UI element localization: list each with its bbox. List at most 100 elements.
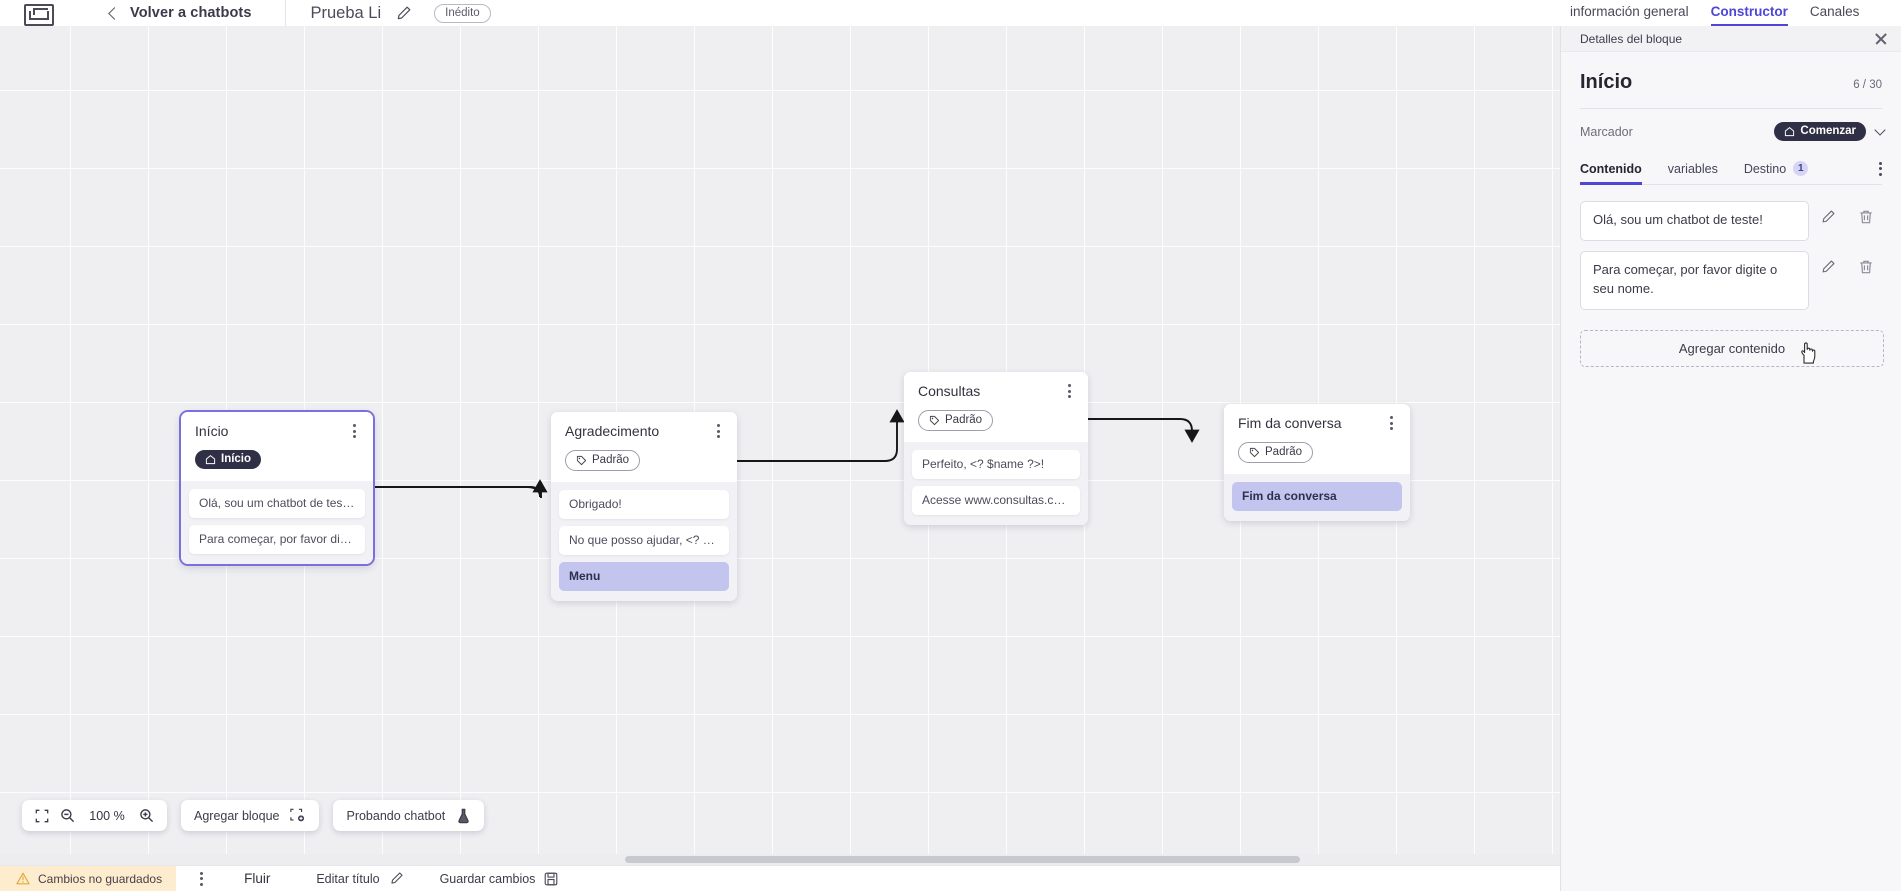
pencil-icon — [389, 871, 404, 886]
node-chip-default: Padrão — [565, 450, 641, 471]
block-details-panel: Detalles del bloque Início 6 / 30 Marcad… — [1560, 26, 1901, 891]
pencil-icon — [1822, 210, 1835, 223]
flow-node-inicio[interactable]: Início Início Olá, sou um chatbot de tes… — [181, 412, 373, 564]
edit-title-button[interactable]: Editar título — [316, 871, 403, 886]
canvas-edges — [373, 409, 1200, 499]
close-icon[interactable] — [1873, 31, 1889, 47]
save-icon — [544, 872, 558, 886]
tag-icon — [929, 415, 940, 425]
panel-title-row: Início 6 / 30 — [1561, 52, 1901, 94]
node-menu-button[interactable] — [710, 422, 726, 440]
node-message[interactable]: No que posso ajudar, <? $name ... — [559, 526, 729, 555]
save-changes-button[interactable]: Guardar cambios — [440, 872, 559, 886]
node-chip-label: Padrão — [1265, 446, 1303, 458]
header-divider — [284, 0, 286, 26]
node-title: Fim da conversa — [1238, 415, 1342, 431]
tag-icon — [1249, 447, 1260, 457]
node-title: Agradecimento — [565, 423, 660, 439]
node-message[interactable]: Para começar, por favor digite o ... — [189, 524, 365, 554]
trash-icon — [1860, 210, 1872, 224]
node-chip-label: Padrão — [945, 414, 983, 426]
canvas-hscrollbar[interactable] — [0, 854, 1561, 865]
tag-icon — [576, 455, 587, 465]
tab-variables[interactable]: variables — [1668, 162, 1718, 184]
node-header: Início Início — [181, 412, 373, 481]
tab-destino[interactable]: Destino 1 — [1743, 161, 1809, 184]
node-message[interactable]: Obrigado! — [559, 490, 729, 519]
node-message[interactable]: Perfeito, <? $name ?>! — [912, 450, 1080, 479]
fit-screen-icon[interactable] — [35, 809, 49, 823]
save-changes-label: Guardar cambios — [439, 871, 536, 886]
marker-label: Marcador — [1580, 124, 1633, 139]
flow-node-fim-da-conversa[interactable]: Fim da conversa Padrão Fim da conversa — [1224, 404, 1410, 521]
unsaved-changes-badge: Cambios no guardados — [0, 865, 177, 891]
chevron-down-icon[interactable] — [1874, 123, 1886, 136]
node-menu-button[interactable] — [1061, 382, 1077, 400]
back-to-chatbots-label: Volver a chatbots — [130, 5, 252, 21]
node-body: Perfeito, <? $name ?>! Acesse www.consul… — [904, 442, 1088, 525]
test-chatbot-button[interactable]: Probando chatbot — [333, 800, 485, 831]
tab-informacion-general[interactable]: información general — [1570, 4, 1689, 19]
content-list: Olá, sou um chatbot de teste! Para começ… — [1561, 185, 1901, 310]
canvas-toolbar: 100 % Agregar bloque — [22, 800, 485, 831]
add-content-button[interactable]: Agregar contenido — [1580, 329, 1884, 367]
marker-value-chip[interactable]: Comenzar — [1774, 122, 1866, 141]
flow-node-consultas[interactable]: Consultas Padrão Perfeito, <? $name ?>! … — [904, 372, 1088, 525]
panel-tabs: Contenido variables Destino 1 — [1580, 161, 1882, 185]
delete-content-button[interactable] — [1847, 201, 1885, 225]
node-body: Fim da conversa — [1224, 474, 1410, 521]
edit-title-label: Editar título — [316, 871, 380, 886]
add-block-label: Agregar bloque — [194, 808, 280, 823]
block-counter: 6 / 30 — [1853, 79, 1882, 91]
zoom-in-icon[interactable] — [139, 808, 154, 823]
unsaved-changes-label: Cambios no guardados — [38, 871, 163, 886]
trash-icon — [1860, 260, 1872, 274]
edit-content-button[interactable] — [1809, 201, 1847, 225]
edit-content-button[interactable] — [1809, 251, 1847, 275]
node-header: Agradecimento Padrão — [551, 412, 737, 482]
node-chip-label: Início — [221, 453, 252, 465]
flow-node-agradecimento[interactable]: Agradecimento Padrão Obrigado! No que po… — [551, 412, 737, 601]
node-body: Obrigado! No que posso ajudar, <? $name … — [551, 482, 737, 601]
node-menu-button[interactable] — [346, 422, 362, 440]
status-overflow-button[interactable] — [190, 871, 212, 886]
node-header: Fim da conversa Padrão — [1224, 404, 1410, 474]
zoom-out-icon[interactable] — [60, 808, 75, 823]
tab-canales[interactable]: Canales — [1809, 4, 1860, 19]
node-chip-default: Padrão — [918, 410, 994, 431]
top-header: Volver a chatbots Prueba Li Inédito — [0, 0, 1561, 26]
back-to-chatbots-link[interactable]: Volver a chatbots — [108, 5, 252, 21]
content-text[interactable]: Para começar, por favor digite o seu nom… — [1580, 250, 1809, 310]
tab-destino-badge: 1 — [1793, 161, 1809, 176]
marker-row: Marcador Comenzar — [1561, 109, 1901, 141]
zoom-controls: 100 % — [22, 800, 167, 831]
node-chip-label: Padrão — [592, 454, 630, 466]
tab-fluir[interactable]: Fluir — [234, 867, 280, 891]
content-row: Para começar, por favor digite o seu nom… — [1580, 250, 1885, 310]
pencil-icon[interactable] — [395, 5, 412, 22]
marker-value-label: Comenzar — [1800, 125, 1856, 137]
test-chatbot-label: Probando chatbot — [346, 808, 446, 823]
node-message-highlight[interactable]: Fim da conversa — [1232, 482, 1402, 511]
node-menu-button[interactable] — [1383, 414, 1399, 432]
block-title: Início — [1580, 71, 1633, 93]
node-header: Consultas Padrão — [904, 372, 1088, 442]
content-text[interactable]: Olá, sou um chatbot de teste! — [1580, 201, 1809, 241]
node-message-highlight[interactable]: Menu — [559, 562, 729, 591]
delete-content-button[interactable] — [1847, 251, 1885, 275]
panel-overflow-button[interactable] — [1879, 161, 1882, 184]
tab-destino-label: Destino — [1743, 161, 1787, 176]
panel-divider — [1580, 108, 1882, 109]
tab-constructor[interactable]: Constructor — [1710, 4, 1789, 26]
node-message[interactable]: Olá, sou um chatbot de teste! — [189, 488, 365, 518]
zoom-level: 100 % — [89, 808, 125, 823]
tab-contenido[interactable]: Contenido — [1580, 162, 1642, 185]
add-block-button[interactable]: Agregar bloque — [181, 800, 320, 831]
app-logo-icon[interactable] — [22, 0, 56, 26]
node-body: Olá, sou um chatbot de teste! Para começ… — [181, 480, 373, 564]
canvas-hscrollbar-thumb[interactable] — [625, 856, 1300, 863]
chevron-left-icon — [108, 6, 121, 20]
warning-icon — [16, 872, 30, 885]
node-message[interactable]: Acesse www.consultas.com par... — [912, 486, 1080, 515]
flow-canvas[interactable]: Início Início Olá, sou um chatbot de tes… — [0, 26, 1561, 865]
